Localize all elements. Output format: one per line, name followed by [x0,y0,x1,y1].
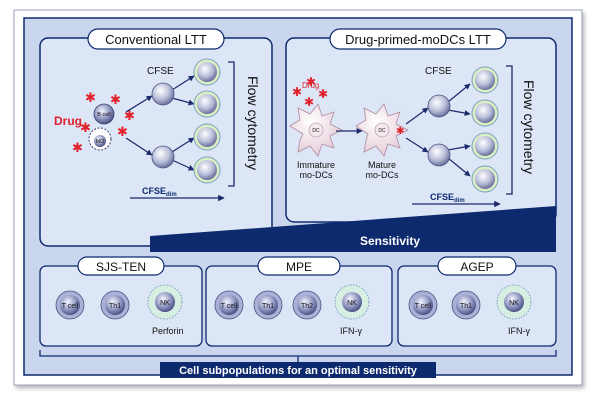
mpe-cell-label: Th1 [262,303,274,310]
t-cell-gen2 [197,62,217,82]
monocyte-nucleus [94,135,106,147]
nk-cell-nucleus [342,292,362,312]
sensitivity-wedge [150,206,556,252]
t-cell-gen2 [475,169,495,189]
t-cell-gen2 [197,160,217,180]
immature-label-1: Immature [297,160,335,170]
t-cell-gen2 [197,127,217,147]
drug-icon: ✱ [117,124,128,139]
sjs-cell-label: NK [160,300,170,307]
agep-title-pill [437,256,517,276]
t-cell-nucleus [60,295,80,315]
bracket-primed [506,65,513,195]
nk-cell-nucleus [155,292,175,312]
cfse-dim-label-primed: CFSEdim [430,192,465,204]
mpe-cell-label: NK [347,300,357,307]
group-sjs-ten: SJS-TEN T cell Th1 NK Perforin [39,256,203,347]
branch-arrows-primed [405,83,471,177]
sjs-ten-title: SJS-TEN [96,260,146,274]
drug-icons-primed: ✱ ✱ ✱ ✱ [292,75,328,109]
dc-label: DC [312,128,320,134]
sjs-cell-label: Th1 [109,303,121,310]
t-cell-gen2 [197,94,217,114]
th1-cell-nucleus [105,295,125,315]
mature-label-1: Mature [368,160,396,170]
drug-icon: ✱ [292,85,302,99]
t-cell-gen2 [475,70,495,90]
drug-icon: ✱ [318,87,328,101]
mature-dc: DC ✱ [355,103,409,157]
drug-icon: ✱ [85,90,96,105]
drug-icon: ✱ [306,75,316,89]
agep-title: AGEP [460,260,493,274]
sensitivity-label: Sensitivity [360,234,420,248]
flow-cytometry-label-primed: Flow cytometry [521,80,537,174]
th1-cell-nucleus [258,295,278,315]
cfse-label-conventional: CFSE [147,66,174,77]
group-agep: AGEP T cell Th1 NK IFN-γ [397,256,557,347]
bottom-banner-text: Cell subpopulations for an optimal sensi… [179,365,418,377]
agep-cell-label: T cell [415,303,432,310]
drug-primed-modcs-panel: Drug-primed-moDCs LTT ✱ ✱ ✱ ✱ Drug DC Im… [285,28,557,223]
b-cell [93,103,115,125]
cfse-dim-label-conventional: CFSEdim [142,186,177,198]
t-cell-gen1 [151,82,175,106]
cfse-label-primed: CFSE [425,66,452,77]
drug-icon: ✱ [124,108,135,123]
flow-cytometry-label-conventional: Flow cytometry [245,76,261,170]
sjs-cell-label: T cell [62,303,79,310]
drug-primed-title: Drug-primed-moDCs LTT [345,32,491,47]
dc-label: DC [378,128,386,134]
t-cell-gen1 [151,145,175,169]
agep-marker: IFN-γ [508,326,530,336]
mpe-title: MPE [286,260,312,274]
th1-cell-nucleus [456,295,476,315]
b-cell-label: B cell [97,112,110,118]
mature-label-2: mo-DCs [366,170,399,180]
t-cell-gen2 [475,103,495,123]
t-cell-nucleus [413,295,433,315]
drug-icon: ✱ [396,126,404,137]
drug-label-primed: Drug [302,81,319,90]
conventional-ltt-title-pill [87,28,225,50]
mpe-cell-label: T cell [221,303,238,310]
drug-icon: ✱ [72,140,83,155]
branch-arrows-conventional [125,75,195,171]
immature-dc: DC [289,103,343,157]
conventional-ltt-title: Conventional LTT [105,32,207,47]
mpe-title-pill [257,256,341,276]
nk-cell-nucleus [504,292,524,312]
monocyte-label: MO [96,139,106,145]
bottom-banner [160,362,436,378]
t-cell-gen1 [427,94,451,118]
th2-cell-nucleus [297,295,317,315]
drug-icon: ✱ [304,95,314,109]
agep-cell-label: NK [509,300,519,307]
mpe-cell-label: Th2 [301,303,313,310]
drug-primed-title-pill [329,28,507,50]
drug-icon: ✱ [110,92,121,107]
drug-label-conventional: Drug [54,114,82,128]
sjs-ten-title-pill [77,256,165,276]
bracket-conventional [228,61,235,187]
immature-label-2: mo-DCs [300,170,333,180]
agep-cell-label: Th1 [460,303,472,310]
mpe-marker: IFN-γ [340,326,362,336]
drug-icon: ✱ [80,120,91,135]
group-mpe: MPE T cell Th1 Th2 NK IFN-γ [205,256,393,347]
t-cell-gen2 [475,136,495,156]
t-cell-gen1 [427,143,451,167]
conventional-ltt-panel: Conventional LTT ✱ ✱ ✱ ✱ ✱ ✱ ✱ Drug B ce… [39,28,273,247]
sjs-marker: Perforin [152,326,184,336]
t-cell-nucleus [219,295,239,315]
